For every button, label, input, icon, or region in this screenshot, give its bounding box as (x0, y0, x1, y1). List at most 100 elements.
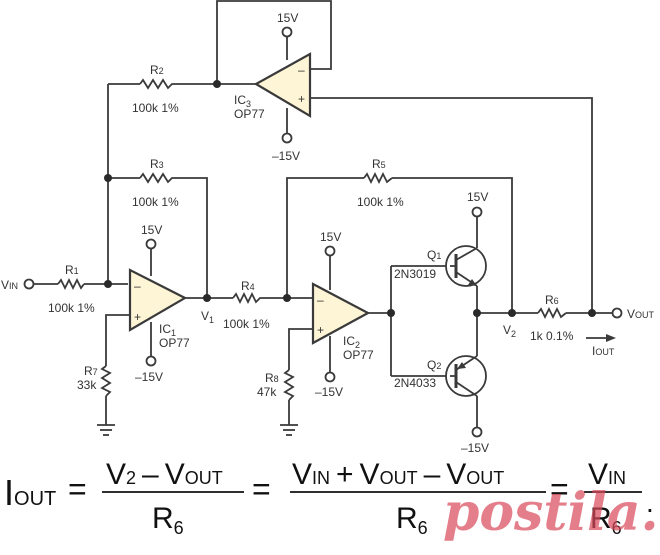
frac3-numerator: VIN (588, 458, 626, 491)
ic3-part-label: OP77 (234, 107, 265, 121)
r8-label: R8 (265, 371, 279, 385)
junction-dot (387, 309, 395, 317)
ic3-sense-wire (310, 97, 593, 313)
r7-value: 33k (77, 378, 97, 392)
terminal-ic2-pos (324, 245, 336, 257)
r1-label: R1 (65, 263, 79, 277)
junction-dot (283, 294, 291, 302)
eq-equals-1: = (68, 471, 87, 507)
ic3-minus-sign: – (298, 63, 305, 77)
ic3-label: IC3 (234, 93, 251, 109)
terminal-vout (611, 307, 623, 319)
resistors (57, 78, 567, 401)
junction-dot (588, 309, 596, 317)
ic2-label: IC2 (343, 334, 360, 350)
watermark: postila.ru (443, 482, 660, 543)
ic1-part-label: OP77 (159, 336, 190, 350)
r7-wire (105, 314, 130, 425)
frac3-denominator: R6 (590, 502, 622, 538)
equation: IOUT = V2–VOUT R6 = VIN+VOUT–VOUT R6 = V… (4, 458, 654, 538)
transistor-q2 (445, 355, 487, 397)
r1-value: 100k 1% (48, 301, 95, 315)
junction-dot (104, 280, 112, 288)
opamp-ic2 (311, 282, 371, 345)
grounds (97, 424, 298, 436)
vin-label: VIN (1, 278, 18, 292)
eq-equals-3: = (550, 471, 569, 507)
ic2-minus-sign: – (317, 293, 324, 307)
r6-value: 1k 0.1% (530, 329, 574, 343)
terminal-ic2-neg (324, 371, 336, 383)
frac1-numerator: V2–VOUT (106, 458, 223, 491)
r2-label: R2 (150, 63, 164, 77)
eq-equals-2: = (252, 471, 271, 507)
terminal-ic1-pos (145, 238, 157, 250)
junction-dot (473, 309, 481, 317)
ic1-plus-sign: + (134, 310, 141, 324)
terminal-q1-pos (471, 206, 483, 218)
r3-value: 100k 1% (132, 195, 179, 209)
opamp-ic3 (253, 52, 312, 118)
ic1-neg-supply-label: –15V (135, 370, 163, 384)
ground-icon (97, 424, 115, 436)
junction-dot (213, 80, 221, 88)
r6-label: R6 (545, 293, 559, 307)
ic3-plus-sign: + (298, 92, 305, 106)
ic2-pos-supply-label: 15V (320, 230, 341, 244)
transistor-q1 (445, 245, 487, 287)
q1-label: Q1 (427, 248, 441, 262)
terminal-ic3-neg (281, 132, 293, 144)
terminal-ic1-neg (145, 355, 157, 367)
r3-wire (108, 177, 208, 298)
r5-wire (286, 177, 513, 313)
terminal-q2-neg (471, 426, 483, 438)
r4-value: 100k 1% (223, 317, 270, 331)
resistor-r5 (363, 171, 393, 185)
r8-wire (288, 328, 312, 425)
base-drive-wire (368, 265, 450, 377)
eq-period: . (646, 487, 654, 518)
resistor-r2 (139, 78, 176, 90)
vout-label: VOUT (627, 307, 655, 321)
r8-value: 47k (257, 385, 277, 399)
resistor-r6 (537, 306, 567, 320)
q2-part-label: 2N4033 (394, 376, 436, 390)
opamp-ic1 (128, 268, 188, 332)
v2-label: V2 (503, 323, 516, 339)
junction-dot (203, 294, 211, 302)
r2-value: 100k 1% (132, 101, 179, 115)
r5-label: R5 (372, 157, 386, 171)
r7-label: R7 (84, 364, 98, 378)
q1-pos-supply-label: 15V (467, 190, 488, 204)
resistor-r3 (139, 172, 176, 184)
frac2-numerator: VIN+VOUT–VOUT (292, 458, 504, 491)
ground-icon (280, 424, 298, 436)
r3-label: R3 (150, 157, 164, 171)
wires (33, 0, 616, 432)
q2-label: Q2 (427, 358, 441, 372)
ic3-pos-supply-label: 15V (277, 11, 298, 25)
ic2-part-label: OP77 (343, 348, 374, 362)
resistor-r7 (100, 365, 112, 397)
junction-dot (104, 174, 112, 182)
q1-part-label: 2N3019 (394, 267, 436, 281)
resistor-r1 (57, 277, 85, 291)
r4-label: R4 (241, 279, 255, 293)
terminals (23, 26, 623, 438)
resistor-r8 (283, 369, 295, 401)
ic1-label: IC1 (159, 322, 176, 338)
ic3-neg-supply-label: –15V (272, 149, 300, 163)
ic2-plus-sign: + (317, 323, 324, 337)
ic2-neg-supply-label: –15V (315, 385, 343, 399)
ic1-pos-supply-label: 15V (141, 223, 162, 237)
eq-lhs: IOUT (4, 472, 56, 513)
terminal-vin (23, 278, 35, 290)
junctions (104, 80, 596, 317)
junction-dot (508, 309, 516, 317)
iout-label: IOUT (592, 344, 615, 358)
v1-label: V1 (201, 309, 214, 325)
terminal-ic3-pos (281, 26, 293, 38)
r5-value: 100k 1% (357, 195, 404, 209)
ic1-minus-sign: – (134, 279, 141, 293)
